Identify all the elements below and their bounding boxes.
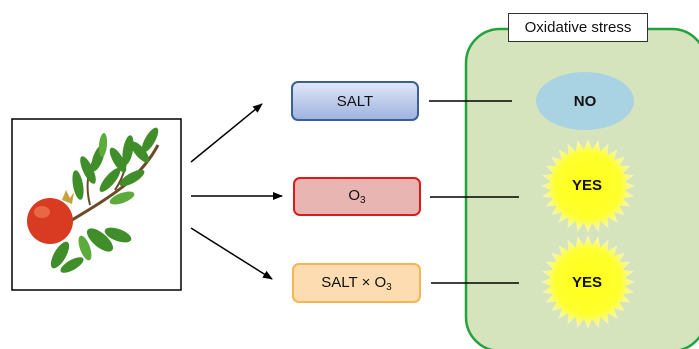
result-salt-label: NO	[573, 92, 597, 110]
treatment-ozone-label: O3	[348, 187, 366, 206]
panel-title-text: Oxidative stress	[524, 19, 632, 36]
result-combined-label: YES	[571, 273, 602, 291]
treatment-salt-label: SALT	[336, 92, 374, 110]
treatment-salt-box: SALT	[291, 81, 419, 121]
yes-burst	[541, 139, 635, 233]
pomegranate-branch-image	[11, 118, 182, 291]
treatment-ozone-box: O3	[293, 177, 421, 216]
arrow-to-salt-x-o3	[190, 227, 273, 280]
yes-burst	[541, 235, 635, 329]
treatment-combined-label: SALT × O3	[321, 273, 392, 293]
arrow-to-salt	[190, 103, 263, 163]
treatment-combined-box: SALT × O3	[292, 263, 421, 303]
no-ellipse	[536, 72, 634, 130]
result-ozone-label: YES	[571, 176, 602, 194]
panel-title: Oxidative stress	[508, 13, 648, 42]
